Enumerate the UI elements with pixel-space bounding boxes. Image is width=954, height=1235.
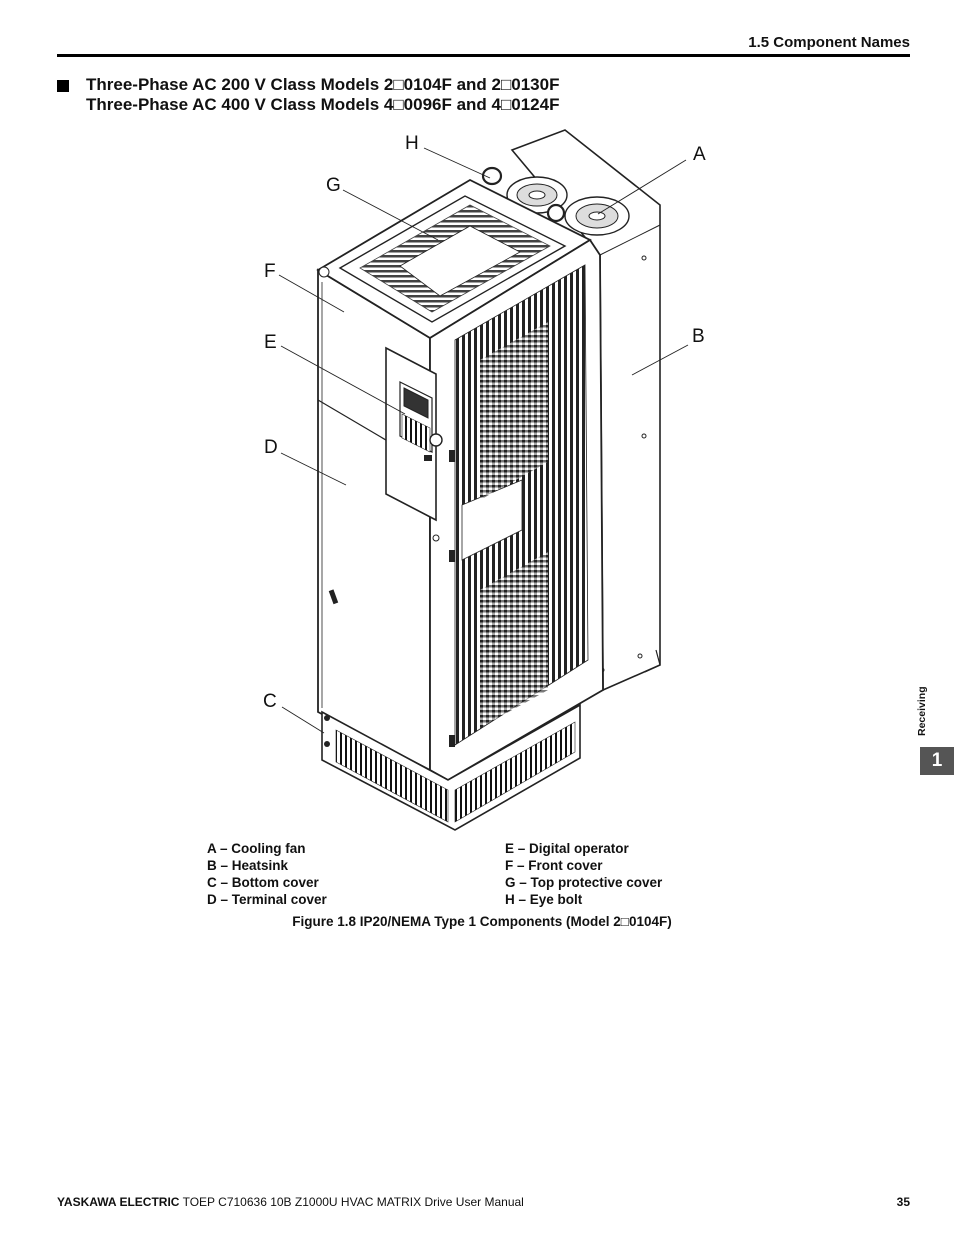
figure-caption: Figure 1.8 IP20/NEMA Type 1 Components (…: [292, 914, 672, 929]
callout-b: B: [692, 326, 705, 347]
legend-left: A – Cooling fan B – Heatsink C – Bottom …: [207, 840, 327, 908]
callout-h: H: [405, 133, 419, 154]
legend-right: E – Digital operator F – Front cover G –…: [505, 840, 662, 908]
legend-item-a: A – Cooling fan: [207, 841, 306, 856]
heatsink-fins: [432, 264, 589, 747]
bottom-cover: [321, 703, 581, 831]
header-rule: [57, 54, 910, 57]
legend-item-d: D – Terminal cover: [207, 892, 327, 907]
section-heading-line-2: Three-Phase AC 400 V Class Models 4□0096…: [86, 95, 560, 114]
callout-g: G: [326, 175, 341, 196]
callout-d: D: [264, 437, 278, 458]
running-header: 1.5 Component Names: [748, 34, 910, 51]
page-number: 35: [896, 1195, 910, 1209]
top-protective-cover: [338, 195, 567, 323]
callout-a: A: [693, 144, 706, 165]
eye-bolts: [481, 166, 566, 223]
legend-item-g: G – Top protective cover: [505, 875, 663, 890]
footer-brand: YASKAWA ELECTRIC: [57, 1195, 180, 1209]
footer-doc-title: TOEP C710636 10B Z1000U HVAC MATRIX Driv…: [179, 1195, 524, 1209]
footer-document-info: YASKAWA ELECTRIC TOEP C710636 10B Z1000U…: [57, 1195, 524, 1209]
legend-item-b: B – Heatsink: [207, 858, 289, 873]
callout-f: F: [264, 261, 276, 282]
leader-lines: [278, 147, 689, 734]
cooling-fans: [506, 176, 630, 236]
chapter-tab-label: Receiving: [916, 686, 928, 736]
section-heading: Three-Phase AC 200 V Class Models 2□0104…: [57, 75, 559, 115]
callout-c: C: [263, 691, 277, 712]
section-heading-line-1: Three-Phase AC 200 V Class Models 2□0104…: [86, 75, 560, 94]
legend-item-f: F – Front cover: [505, 858, 603, 873]
callout-e: E: [264, 332, 277, 353]
square-bullet-icon: [57, 80, 69, 92]
legend-item-e: E – Digital operator: [505, 841, 629, 856]
digital-operator: [385, 346, 443, 522]
legend-item-c: C – Bottom cover: [207, 875, 319, 890]
legend-item-h: H – Eye bolt: [505, 892, 583, 907]
chapter-tab-number: 1: [920, 747, 954, 775]
